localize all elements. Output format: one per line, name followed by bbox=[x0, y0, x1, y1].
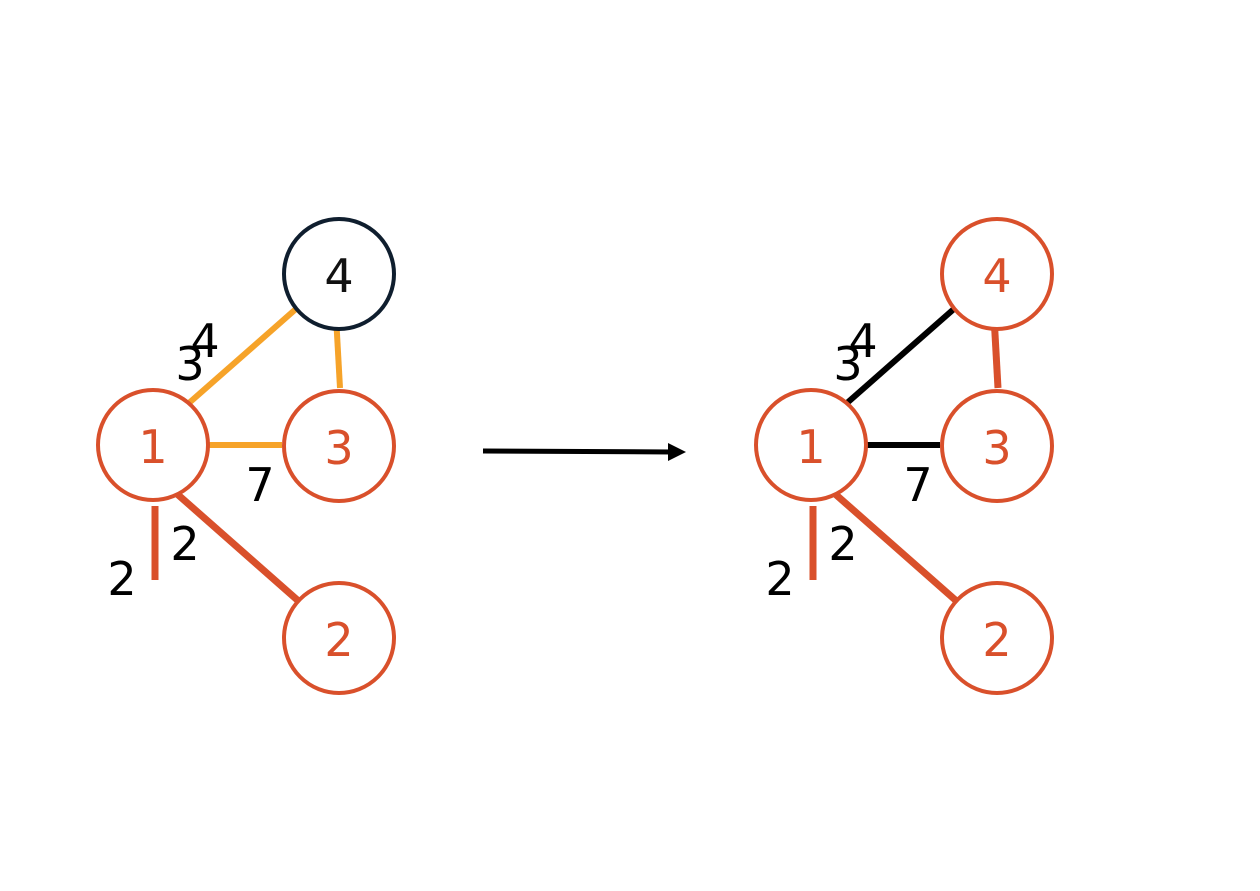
before-node-2 bbox=[282, 581, 396, 695]
before-node-4 bbox=[282, 217, 396, 331]
after-edge-weight-2-3: 2 bbox=[828, 517, 857, 571]
before-edge-weight-1-4: 4 bbox=[190, 314, 219, 368]
before-edge-weight-1-3: 7 bbox=[245, 458, 274, 512]
after-node-label-1: 1 bbox=[796, 420, 825, 474]
before-node-1 bbox=[96, 388, 210, 502]
after-node-4 bbox=[940, 217, 1054, 331]
after-node-2 bbox=[940, 581, 1054, 695]
before-node-label-1: 1 bbox=[138, 420, 167, 474]
before-edge-weight-3-4: 3 bbox=[175, 337, 204, 391]
after-node-label-3: 3 bbox=[982, 421, 1011, 475]
before-node-label-2: 2 bbox=[324, 613, 353, 667]
before-node-3 bbox=[282, 389, 396, 503]
after-node-3 bbox=[940, 389, 1054, 503]
after-edge-weight-1-3: 7 bbox=[903, 458, 932, 512]
before-edge-1-2 bbox=[173, 490, 306, 608]
after-edge-weight-1-2: 2 bbox=[765, 552, 794, 606]
after-edge-weight-1-4: 4 bbox=[848, 314, 877, 368]
before-edge-weight-2-3: 2 bbox=[170, 517, 199, 571]
arrow-shaft bbox=[482, 448, 673, 455]
before-node-label-4: 4 bbox=[324, 249, 353, 303]
before-edge-1-4 bbox=[187, 305, 299, 406]
after-node-label-2: 2 bbox=[982, 613, 1011, 667]
after-edge-1-2 bbox=[831, 490, 964, 608]
after-node-1 bbox=[754, 388, 868, 502]
before-edge-weight-1-2: 2 bbox=[107, 552, 136, 606]
after-node-label-4: 4 bbox=[982, 249, 1011, 303]
after-edge-weight-3-4: 3 bbox=[833, 337, 862, 391]
arrow-head-icon bbox=[668, 443, 686, 461]
transition-arrow bbox=[482, 443, 686, 461]
after-edge-1-4 bbox=[845, 305, 957, 406]
before-node-label-3: 3 bbox=[324, 421, 353, 475]
